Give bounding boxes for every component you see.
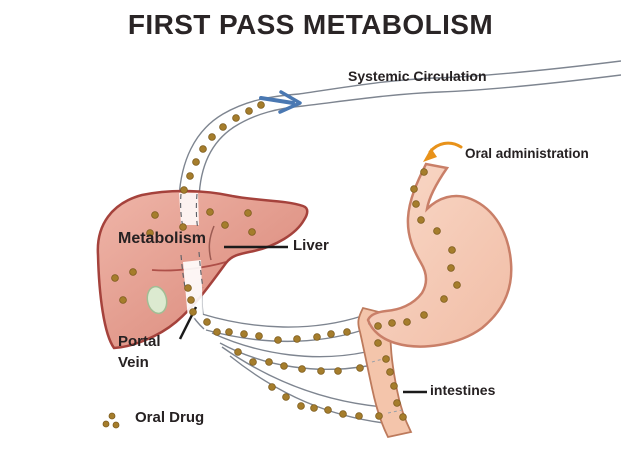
- liver-shape: [96, 189, 309, 350]
- liver-label: Liver: [293, 237, 329, 254]
- drug-dot: [208, 133, 216, 141]
- drug-dot: [382, 355, 390, 363]
- drug-dot: [245, 107, 253, 115]
- drug-dot: [151, 211, 159, 219]
- drug-dot: [293, 335, 301, 343]
- drug-dot: [388, 319, 396, 327]
- metabolism-label: Metabolism: [118, 230, 207, 247]
- hepatic-vessel: [178, 93, 304, 200]
- drug-dot: [274, 336, 282, 344]
- drug-dot: [203, 318, 211, 326]
- drug-dot: [146, 229, 154, 237]
- drug-dot: [313, 333, 321, 341]
- drug-dot: [433, 227, 441, 235]
- drug-dot: [189, 308, 197, 316]
- drug-dot: [234, 348, 242, 356]
- drug-dot: [179, 223, 187, 231]
- drug-dot: [213, 328, 221, 336]
- drug-dot: [199, 145, 207, 153]
- drug-dot: [447, 264, 455, 272]
- drug-dot: [343, 328, 351, 336]
- intestines-label: intestines: [430, 382, 496, 398]
- drug-dot: [102, 420, 110, 428]
- hidden-vessel-through-liver: [179, 193, 204, 320]
- drug-dot: [244, 209, 252, 217]
- drug-dot: [403, 318, 411, 326]
- oral-administration-arrow-icon: [423, 141, 463, 162]
- drug-dot: [420, 168, 428, 176]
- drug-dot: [417, 216, 425, 224]
- drug-dot: [225, 328, 233, 336]
- drug-dot: [265, 358, 273, 366]
- portal-vein-label-line1: Portal: [118, 333, 161, 350]
- drug-dot: [356, 364, 364, 372]
- drug-dot: [221, 221, 229, 229]
- drug-dot: [129, 268, 137, 276]
- drug-dot: [334, 367, 342, 375]
- drug-dot: [232, 114, 240, 122]
- drug-dot: [393, 399, 401, 407]
- drug-dot: [280, 362, 288, 370]
- drug-dot: [448, 246, 456, 254]
- drug-dot: [206, 208, 214, 216]
- drug-dot: [112, 421, 120, 429]
- drug-dot: [119, 296, 127, 304]
- drug-dot: [298, 365, 306, 373]
- oral-administration-label: Oral administration: [465, 146, 589, 161]
- drug-dot: [324, 406, 332, 414]
- drug-dot: [440, 295, 448, 303]
- drug-dot: [180, 186, 188, 194]
- drug-dot: [375, 412, 383, 420]
- drug-dot: [386, 368, 394, 376]
- systemic-flow-arrow-icon: [259, 90, 302, 114]
- drug-dot: [184, 284, 192, 292]
- drug-dot: [248, 228, 256, 236]
- drug-dot: [192, 158, 200, 166]
- drug-dot: [219, 123, 227, 131]
- drug-dot: [282, 393, 290, 401]
- gallbladder-shape: [146, 285, 168, 315]
- drug-dot: [187, 296, 195, 304]
- drug-dot: [374, 339, 382, 347]
- drug-dot: [453, 281, 461, 289]
- drug-dot: [186, 172, 194, 180]
- drug-dot: [399, 413, 407, 421]
- diagram-title: FIRST PASS METABOLISM: [127, 9, 494, 40]
- drug-dot: [268, 383, 276, 391]
- drug-dot: [111, 274, 119, 282]
- drug-dot: [410, 185, 418, 193]
- drug-dot: [255, 332, 263, 340]
- portal-vein-and-branches: [182, 289, 385, 424]
- drug-dot: [339, 410, 347, 418]
- drug-dot: [412, 200, 420, 208]
- intestine-crossing-marks: [367, 318, 403, 414]
- portal-vein-label-line2: Vein: [118, 354, 149, 371]
- drug-dot: [249, 358, 257, 366]
- drug-dot: [257, 101, 265, 109]
- stomach-shape: [366, 162, 513, 348]
- drug-dot: [355, 412, 363, 420]
- drug-dot: [374, 322, 382, 330]
- systemic-circulation-vessel: [298, 60, 621, 107]
- liver-fissure-line: [208, 225, 215, 261]
- drug-dot: [310, 404, 318, 412]
- drug-dot: [240, 330, 248, 338]
- oral-drug-legend-label: Oral Drug: [135, 409, 205, 426]
- drug-dot: [390, 382, 398, 390]
- drug-dot: [327, 330, 335, 338]
- drug-dot: [317, 367, 325, 375]
- drug-dots-layer: [102, 101, 461, 429]
- drug-dot: [297, 402, 305, 410]
- drug-dot: [420, 311, 428, 319]
- systemic-circulation-label: Systemic Circulation: [348, 68, 487, 84]
- drug-dot: [108, 412, 116, 420]
